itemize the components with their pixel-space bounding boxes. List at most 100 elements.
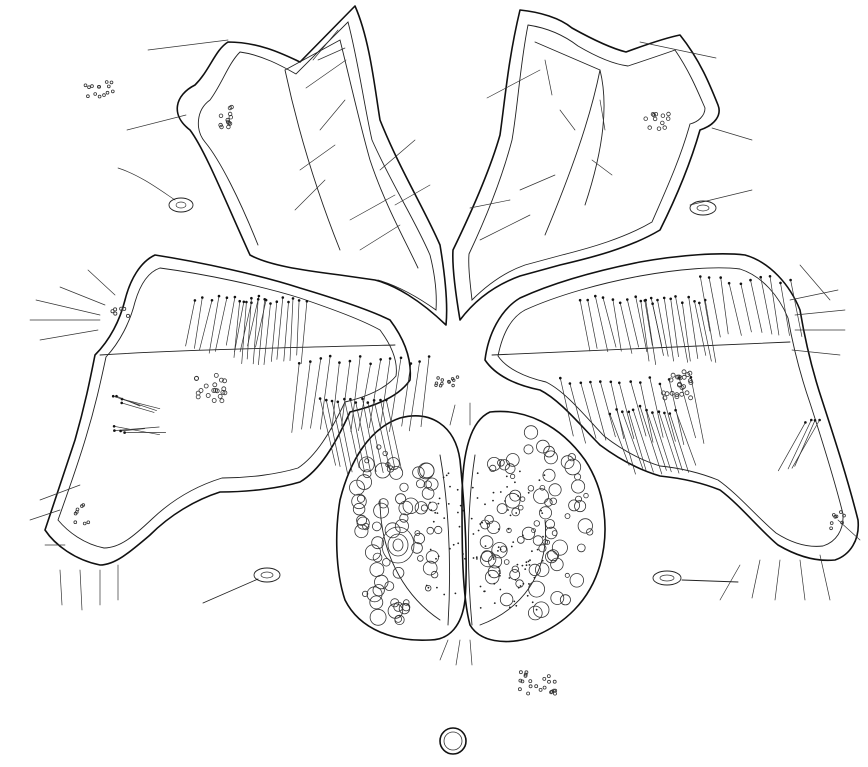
- pore-dot: [518, 688, 521, 691]
- stipple-dot: [449, 486, 451, 488]
- bubble: [519, 505, 524, 510]
- bristle-tip: [367, 401, 370, 404]
- bristle-tip: [385, 399, 388, 402]
- stipple-dot: [508, 528, 510, 530]
- bristle-line: [297, 300, 299, 355]
- stipple-dot: [438, 503, 440, 505]
- pore-dot: [519, 671, 522, 674]
- bubble: [533, 536, 543, 546]
- bristle-line: [264, 304, 271, 365]
- bristle-tip: [123, 431, 126, 434]
- stipple-dot: [433, 521, 435, 523]
- bubble: [565, 459, 581, 475]
- bubble: [375, 575, 389, 589]
- bubble: [512, 508, 520, 516]
- bristle-line: [351, 356, 360, 431]
- pore-dot: [535, 685, 538, 688]
- stipple-dot: [515, 512, 517, 514]
- stipple-dot: [531, 550, 533, 552]
- middle-left-lobe: [30, 255, 410, 610]
- bristle-tip: [410, 362, 413, 365]
- bristle-tip: [569, 382, 572, 385]
- bristle-line: [581, 383, 596, 439]
- bristle-tip: [112, 395, 115, 398]
- bristle-line: [647, 410, 667, 470]
- bristle-tip: [325, 399, 328, 402]
- bristle-line: [676, 410, 696, 465]
- bubble: [497, 504, 507, 514]
- bristle-line: [113, 396, 156, 410]
- bubble: [575, 474, 581, 480]
- bristle-tip: [113, 425, 116, 428]
- stipple-dot: [439, 498, 441, 500]
- bristle-tip: [663, 297, 666, 300]
- bristle-tip: [369, 363, 372, 366]
- stipple-dot: [483, 591, 485, 593]
- bubble: [399, 501, 413, 515]
- bristle-tip: [618, 382, 621, 385]
- pore-dot: [110, 81, 113, 84]
- bristle-tip: [120, 402, 123, 405]
- stipple-dot: [429, 502, 431, 504]
- stipple-dot: [426, 585, 428, 587]
- stipple-dot: [462, 510, 464, 512]
- bristle-tip: [612, 298, 615, 301]
- bubble: [522, 527, 534, 539]
- bristle-line: [271, 302, 277, 362]
- stipple-dot: [428, 587, 430, 589]
- stipple-dot: [494, 602, 496, 604]
- bristle-tip: [674, 295, 677, 298]
- pore-dot: [98, 95, 101, 98]
- stipple-dot: [528, 583, 530, 585]
- stipple-dot: [460, 505, 462, 507]
- small-oval-lower-left: [203, 568, 280, 603]
- bubble: [516, 580, 524, 588]
- bubble: [390, 466, 403, 479]
- bubble: [426, 478, 438, 490]
- pore-dot: [103, 94, 106, 97]
- bubble: [545, 499, 553, 507]
- pore-dot: [452, 379, 455, 382]
- bubble: [569, 500, 580, 511]
- stipple-dot: [544, 474, 546, 476]
- pore-dot: [657, 127, 661, 131]
- bristle-tip: [379, 358, 382, 361]
- stipple-dot: [515, 579, 517, 581]
- stipple-dot: [498, 546, 500, 548]
- bristle-tip: [769, 275, 772, 278]
- stipple-dot: [448, 503, 450, 505]
- stipple-dot: [493, 558, 495, 560]
- pore-dot: [550, 691, 553, 694]
- bristle-tip: [651, 411, 654, 414]
- bristle-line: [247, 298, 251, 359]
- bristle-tip: [226, 296, 229, 299]
- stipple-dot: [478, 530, 480, 532]
- bristle-line: [770, 276, 779, 335]
- pore-dot: [111, 90, 114, 93]
- bristle-line: [302, 362, 311, 430]
- bristle-tip: [810, 419, 813, 422]
- pore-dot: [204, 384, 208, 388]
- bristle-tip: [674, 409, 677, 412]
- pore-dot: [653, 117, 657, 121]
- bristle-tip: [708, 276, 711, 279]
- pore-dot: [685, 391, 689, 395]
- bubble: [504, 560, 509, 565]
- bristle-tip: [263, 298, 266, 301]
- bristle-tip: [629, 380, 632, 383]
- bristle-tip: [594, 295, 597, 298]
- pore-dot: [441, 382, 444, 385]
- bristle-tip: [651, 302, 654, 305]
- pore-dot: [106, 91, 109, 94]
- pore-dot: [553, 680, 556, 683]
- stipple-dot: [512, 541, 514, 543]
- bristle-tip: [599, 380, 602, 383]
- stipple-dot: [434, 512, 436, 514]
- stipple-dot: [527, 595, 529, 597]
- stipple-dot: [480, 586, 482, 588]
- bristle-line: [320, 356, 330, 429]
- bristle-tip: [649, 376, 652, 379]
- small-oval-upper-right: [690, 201, 716, 215]
- stipple-dot: [476, 556, 478, 558]
- bristle-tip: [609, 413, 612, 416]
